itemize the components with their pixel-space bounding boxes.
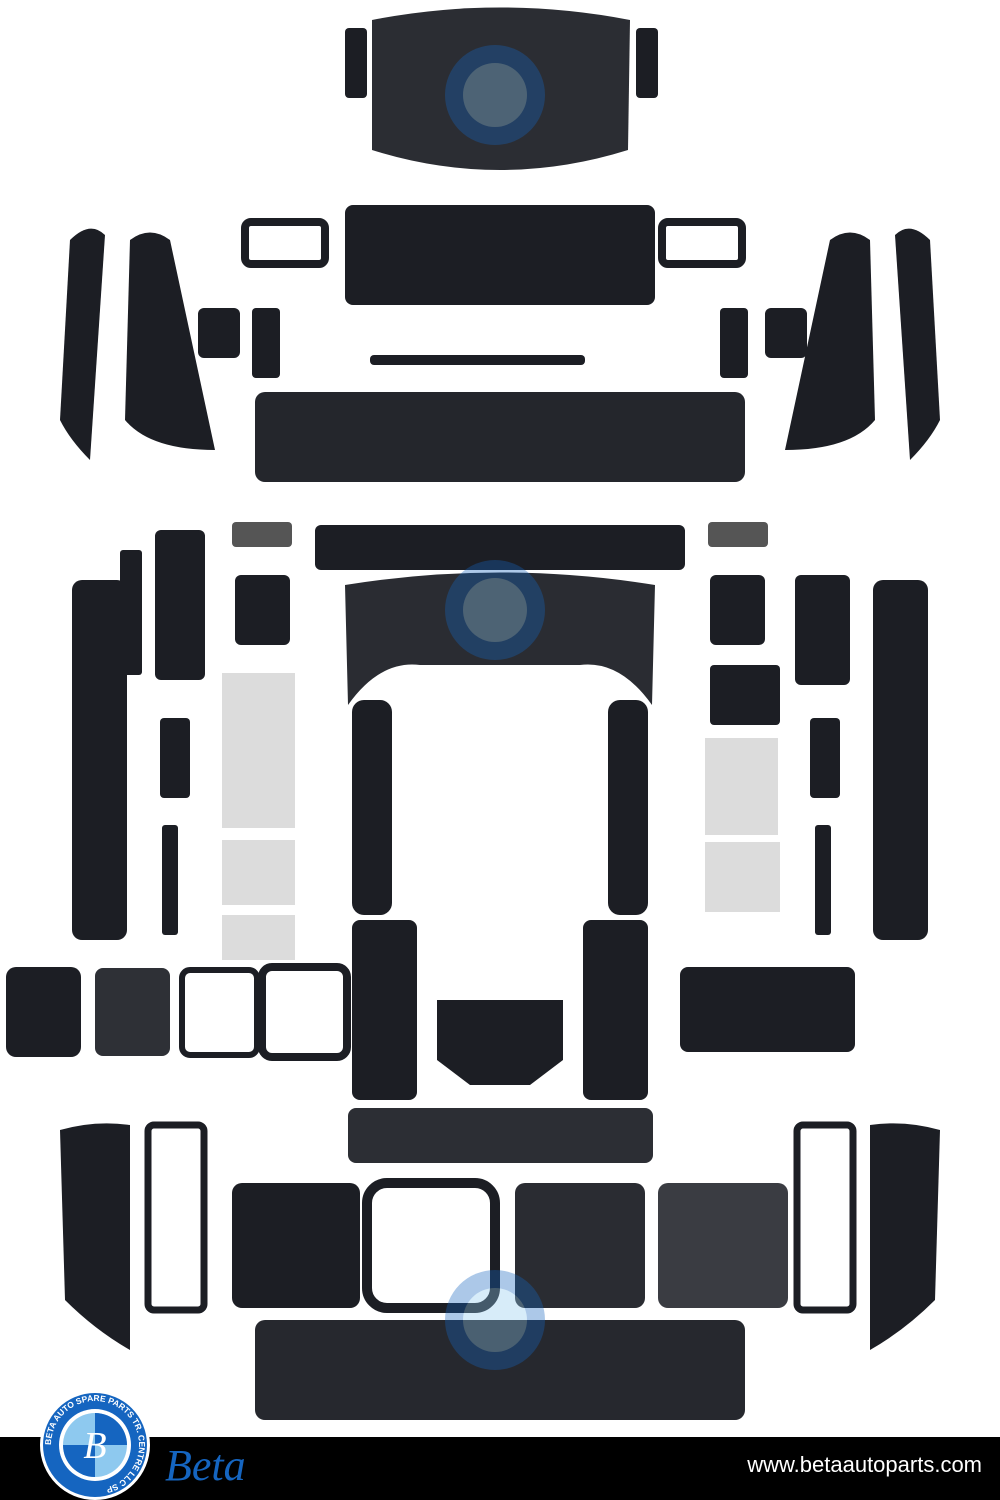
watermark-logo [445, 560, 545, 660]
footer-bar [0, 1437, 1000, 1500]
watermark-logo [445, 1270, 545, 1370]
body-kit-parts-illustration [6, 7, 940, 1420]
watermark-logo [445, 45, 545, 145]
svg-text:B: B [83, 1425, 106, 1467]
beta-logo: BETA AUTO SPARE PARTS TR. CENTRE LLC SP … [40, 1390, 150, 1500]
website-url: www.betaautoparts.com [747, 1452, 982, 1477]
brand-name: Beta [165, 1441, 246, 1490]
